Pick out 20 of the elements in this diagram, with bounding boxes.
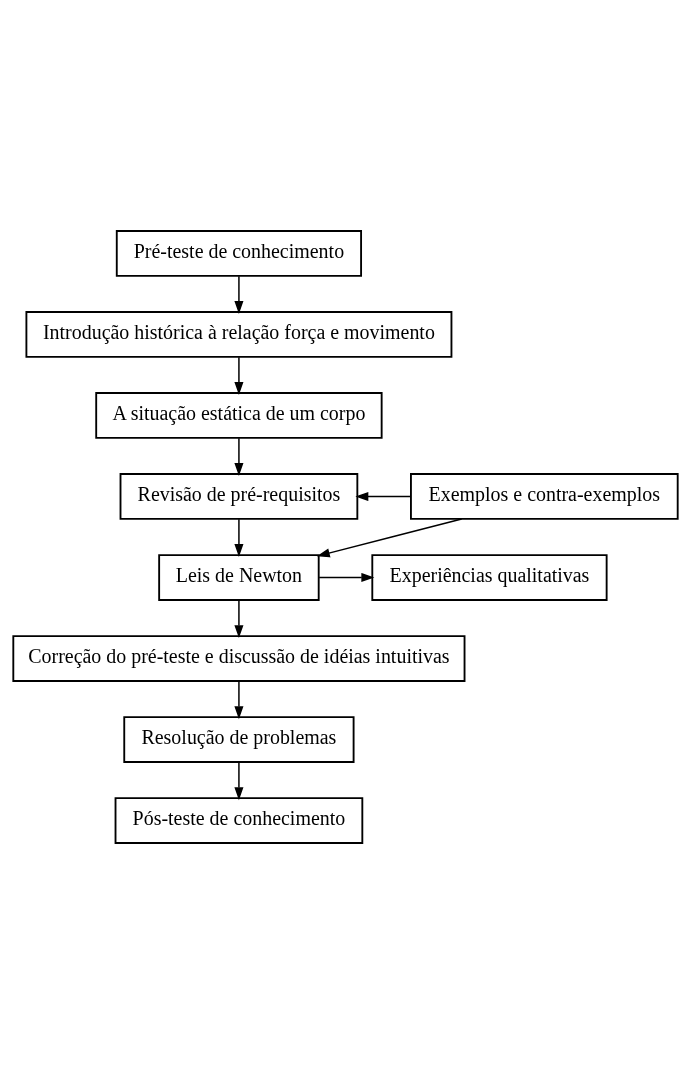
arrow	[318, 572, 375, 582]
node-box: Introdução histórica à relação força e movimento	[25, 310, 453, 358]
arrow	[316, 517, 463, 557]
arrow	[234, 517, 244, 557]
arrow	[234, 436, 244, 476]
arrow	[234, 274, 244, 314]
node-box: Correção do pré-teste e discussão de idéias intuitivas	[12, 634, 466, 682]
node-box: Resolução de problemas	[123, 715, 355, 763]
node-box: Pós-teste de conhecimento	[114, 796, 364, 844]
node-box: Experiências qualitativas	[371, 553, 608, 601]
node-box: Pré-teste de conhecimento	[115, 229, 362, 277]
node-box: Revisão de pré-requisitos	[119, 472, 359, 520]
node-box: A situação estática de um corpo	[95, 391, 383, 439]
node-box: Leis de Newton	[158, 553, 320, 601]
arrow	[355, 491, 412, 501]
arrow	[234, 355, 244, 395]
arrow	[234, 680, 244, 719]
node-box: Exemplos e contra-exemplos	[410, 472, 679, 520]
arrow	[234, 598, 244, 638]
arrow	[234, 761, 244, 800]
